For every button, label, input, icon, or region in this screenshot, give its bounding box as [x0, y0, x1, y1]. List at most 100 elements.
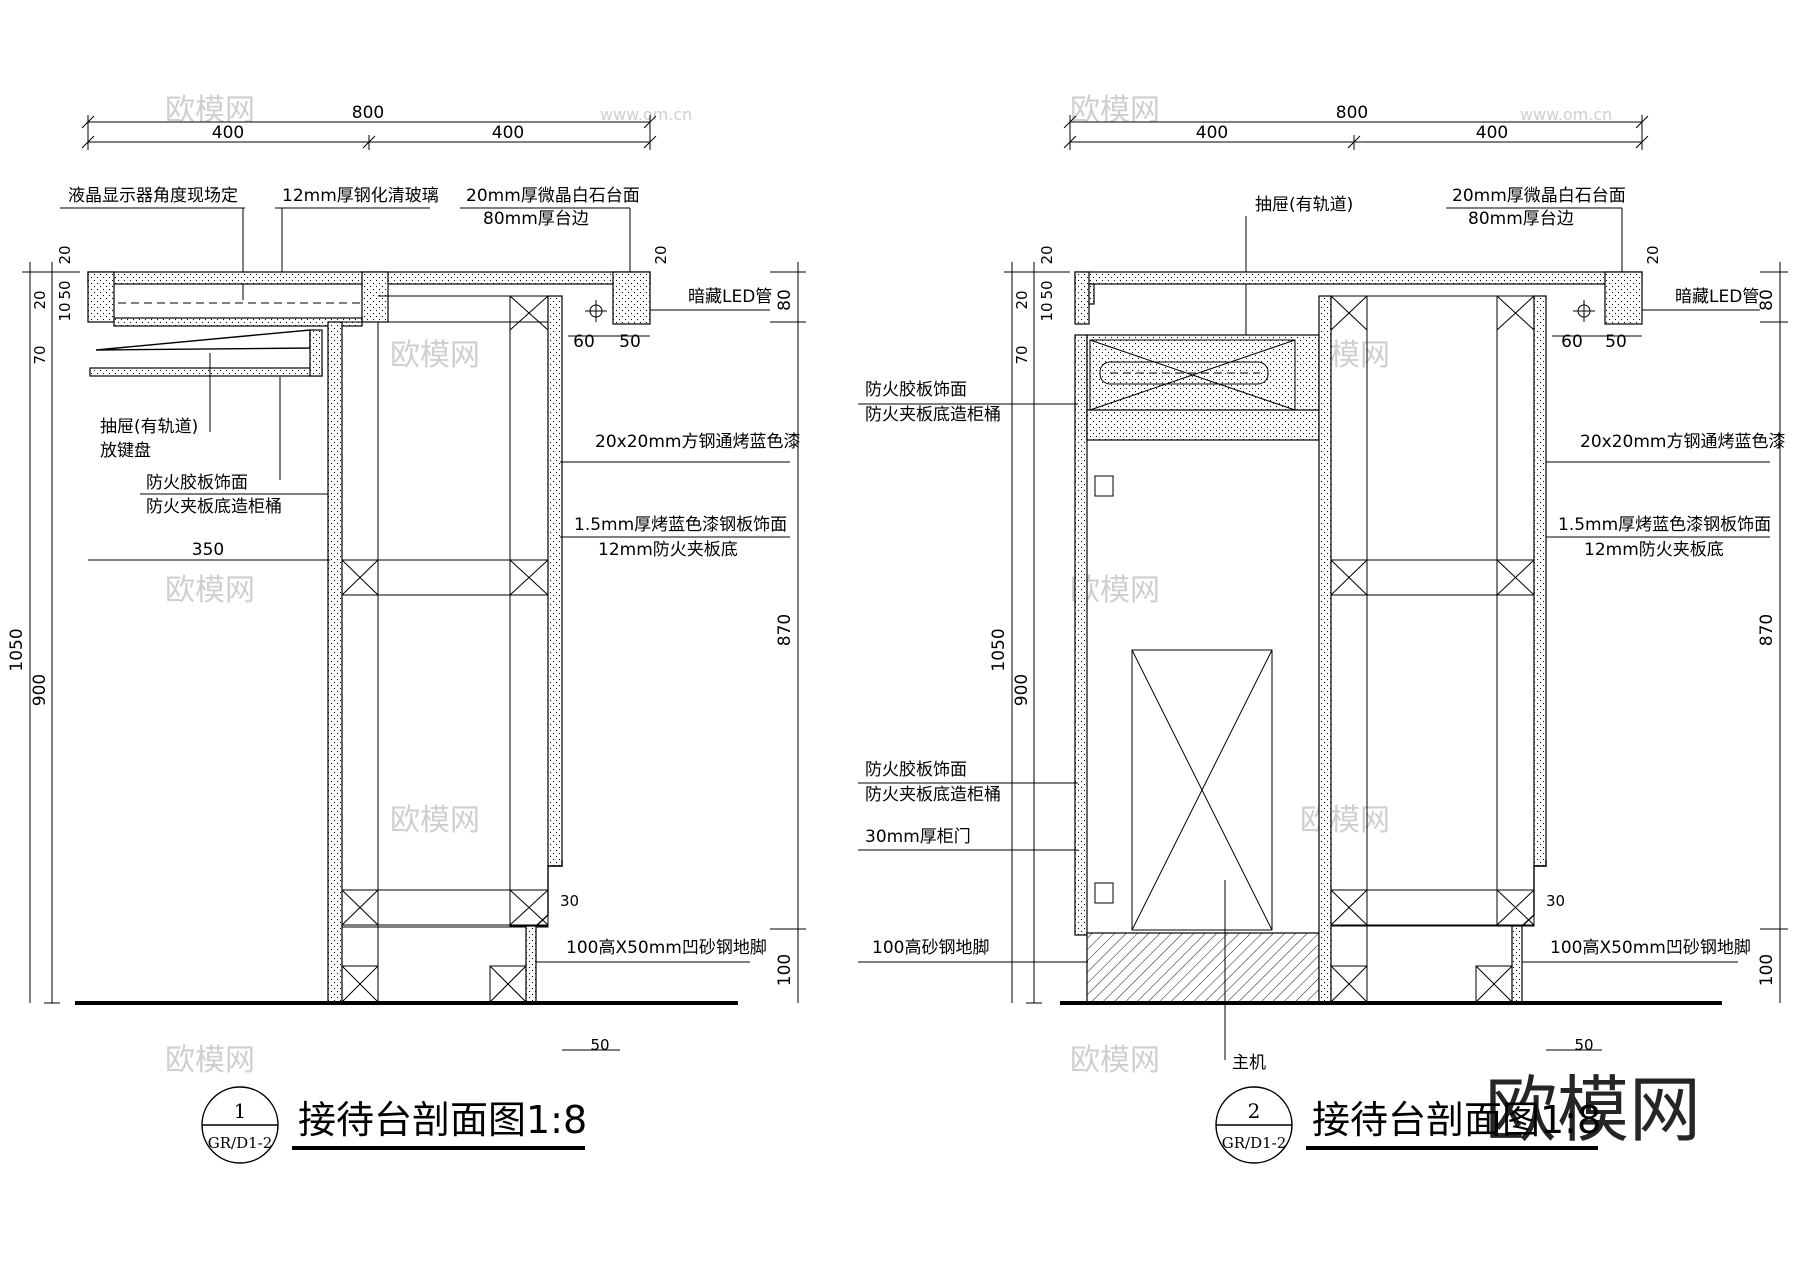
host-unit [1131, 649, 1273, 931]
label-top2: 80mm厚台边 [1468, 209, 1574, 229]
callout-reference: GR/D1-2 [1222, 1134, 1287, 1152]
label-fire2: 防火夹板底造柜桶 [146, 497, 282, 517]
dim-1050: 1050 [989, 628, 1009, 671]
steel-foot [525, 925, 537, 1003]
dim-total: 800 [1336, 103, 1368, 123]
watermark-brand: 欧模网 [165, 573, 255, 608]
dim-1050: 1050 [7, 628, 27, 671]
dim-right: 400 [1476, 123, 1508, 143]
label-foot: 100高X50mm凹砂钢地脚 [566, 938, 767, 958]
dim-80: 80 [775, 289, 795, 311]
watermarks: 欧模网 www.om.cn 欧模网 欧模网 欧模网 欧模网 欧模网 欧模网 欧模… [165, 93, 1612, 1078]
glass-frame-right [361, 271, 389, 323]
steel-foot [1511, 925, 1523, 1003]
dim-right: 400 [492, 123, 524, 143]
dim-870: 870 [1757, 614, 1777, 646]
right-dimensions: 80 870 100 20 60 50 30 50 [1546, 245, 1788, 1054]
keyboard-tray-slope [95, 329, 311, 351]
dim-50c: 50 [1574, 1036, 1593, 1054]
counter-edge [612, 271, 651, 325]
label-drawer2: 放键盘 [100, 441, 151, 461]
dim-20c: 20 [652, 245, 670, 264]
cabinet-right-panel [547, 295, 563, 867]
dim-20: 20 [1013, 290, 1031, 309]
watermark-brand: 欧模网 [1300, 803, 1390, 838]
label-steel: 20x20mm方钢通烤蓝色漆 [595, 432, 800, 452]
dim-900: 900 [30, 674, 50, 706]
stone-countertop [1074, 271, 1643, 285]
label-fireB2: 防火夹板底造柜桶 [865, 785, 1001, 805]
left-cabinet-side [1074, 334, 1088, 936]
drawing-title: 接待台剖面图1:8 [1312, 1098, 1601, 1142]
cabinet-door [1086, 439, 1320, 934]
dim-50: 50 [56, 280, 74, 299]
dim-870: 870 [775, 614, 795, 646]
top-dimensions: 800 400 400 [81, 103, 657, 150]
label-panel2: 12mm防火夹板底 [1584, 540, 1724, 560]
right-dimensions: 80 870 100 20 60 50 30 50 [560, 245, 806, 1054]
counter-edge [1604, 271, 1643, 325]
dim-10: 10 [56, 302, 74, 321]
dim-20: 20 [31, 290, 49, 309]
label-fire1: 防火胶板饰面 [146, 473, 248, 493]
section-callout-1: 1 GR/D1-2 [201, 1086, 279, 1164]
label-led: 暗藏LED管 [1675, 287, 1759, 307]
dim-60: 60 [573, 332, 595, 352]
glass-sill [113, 317, 363, 327]
cabinet-left-panel [327, 321, 343, 1003]
label-fireA2: 防火夹板底造柜桶 [865, 405, 1001, 425]
dim-100: 100 [1757, 954, 1777, 986]
watermark-url: www.om.cn [600, 105, 692, 124]
label-panel1: 1.5mm厚烤蓝色漆钢板饰面 [574, 515, 787, 535]
dim-50b: 50 [1605, 332, 1627, 352]
drawing-title: 接待台剖面图1:8 [298, 1098, 587, 1142]
label-top2: 80mm厚台边 [483, 209, 589, 229]
label-footR: 100高X50mm凹砂钢地脚 [1550, 938, 1751, 958]
dim-left: 400 [1196, 123, 1228, 143]
dim-20b: 20 [56, 245, 74, 264]
label-host: 主机 [1232, 1053, 1266, 1073]
label-drawer: 抽屉(有轨道) [1255, 195, 1353, 215]
callout-number: 2 [1248, 1099, 1261, 1123]
dim-70: 70 [1013, 345, 1031, 364]
dim-70: 70 [31, 345, 49, 364]
dim-50: 50 [1038, 280, 1056, 299]
dim-900: 900 [1012, 674, 1032, 706]
section-callout-2: 2 GR/D1-2 [1215, 1086, 1293, 1164]
watermark-logo: 欧模网 [1485, 1068, 1701, 1152]
section-2: 800 400 400 抽屉(有轨道) 20mm厚微晶白石台面 80mm厚台边 … [858, 103, 1788, 1164]
dim-total: 800 [352, 103, 384, 123]
dim-50c: 50 [590, 1036, 609, 1054]
label-top1: 20mm厚微晶白石台面 [1452, 186, 1626, 206]
left-dimensions: 1050 900 20 70 20 50 10 [989, 245, 1070, 1004]
watermark-brand: 欧模网 [390, 803, 480, 838]
label-top1: 20mm厚微晶白石台面 [466, 186, 640, 206]
callout-number: 1 [234, 1099, 247, 1123]
dim-left: 400 [212, 123, 244, 143]
label-glass: 12mm厚钢化清玻璃 [282, 186, 439, 206]
label-door: 30mm厚柜门 [865, 827, 971, 847]
watermark-brand: 欧模网 [390, 338, 480, 373]
dim-20b: 20 [1038, 245, 1056, 264]
dim-50b: 50 [619, 332, 641, 352]
label-footL: 100高砂钢地脚 [872, 938, 989, 958]
keyboard-tray [89, 367, 323, 377]
left-dimensions: 1050 900 20 70 20 50 10 [7, 245, 80, 1004]
steel-plinth [1086, 932, 1320, 1004]
glass-frame-left [87, 271, 115, 323]
watermark-brand: 欧模网 [1070, 1043, 1160, 1078]
dim-350: 350 [192, 540, 224, 560]
watermark-brand: 欧模网 [165, 1043, 255, 1078]
section-1: 800 400 400 液晶显示器角度现场定 12mm厚钢化清玻璃 20mm厚微… [7, 103, 806, 1164]
callout-reference: GR/D1-2 [208, 1134, 273, 1152]
dim-10: 10 [1038, 302, 1056, 321]
watermark-brand: 欧模网 [1070, 93, 1160, 128]
label-fireA1: 防火胶板饰面 [865, 380, 967, 400]
dim-60: 60 [1561, 332, 1583, 352]
dim-100: 100 [775, 954, 795, 986]
label-panel2: 12mm防火夹板底 [598, 540, 738, 560]
middle-panel [1318, 295, 1332, 1003]
label-led: 暗藏LED管 [688, 287, 772, 307]
dim-30: 30 [1546, 892, 1565, 910]
